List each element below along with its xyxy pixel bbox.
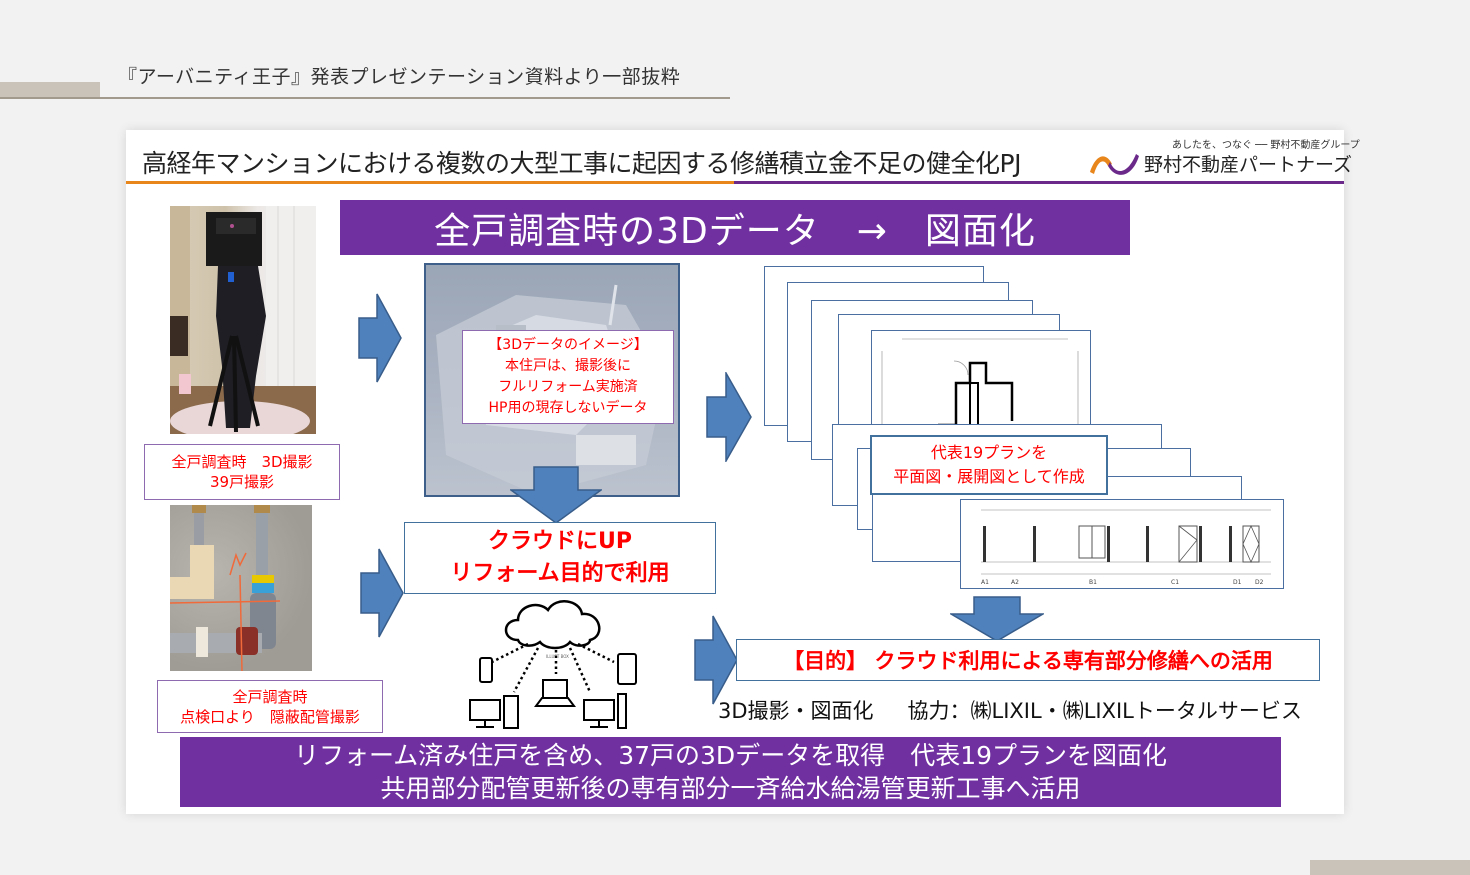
arrow-right-icon: [694, 615, 738, 705]
arrow-down-icon: [510, 466, 602, 524]
elevation-label: B1: [1089, 579, 1097, 586]
summary-banner: リフォーム済み住戸を含め、37戸の3Dデータを取得 代表19プランを図面化 共用…: [180, 737, 1281, 807]
note-line: 本住戸は、撮影後に: [505, 358, 631, 374]
elevation-sheet: A1 A2 B1 C1 D1 D2: [960, 499, 1284, 589]
company-logo-icon: [1090, 154, 1139, 175]
header-accent-tab: [0, 82, 100, 98]
cloud-network-illustration: ILLUST BOX: [469, 600, 637, 729]
plan-creation-note: 代表19プランを 平面図・展開図として作成: [870, 435, 1108, 495]
logo-tagline: あしたを、つなぐ ── 野村不動産グループ: [1172, 140, 1360, 151]
elevation-label: A1: [981, 579, 989, 586]
page-caption: 『アーバニティ王子』発表プレゼンテーション資料より一部抜粋: [118, 66, 681, 88]
summary-line: 共用部分配管更新後の専有部分一斉給水給湯管更新工事へ活用: [380, 774, 1081, 803]
desktop-pc-icon: [469, 695, 519, 729]
photo1-caption-line: 39戸撮影: [209, 473, 275, 491]
credit-partners: 協力：㈱LIXIL・㈱LIXILトータルサービス: [907, 699, 1302, 723]
cloud-icon: [504, 600, 601, 650]
photo-3d-scanning: [170, 206, 316, 434]
desktop-pc-icon: [583, 693, 627, 729]
title-rule-purple: [734, 181, 1344, 184]
cloud-box-line: クラウドにUP: [488, 529, 632, 554]
arrow-down-icon: [950, 596, 1044, 642]
elevation-label: A2: [1011, 579, 1019, 586]
credit-line: 3D撮影・図面化 協力：㈱LIXIL・㈱LIXILトータルサービス: [718, 695, 1302, 725]
plan-note-line: 平面図・展開図として作成: [893, 467, 1085, 486]
laptop-icon: [534, 679, 576, 707]
photo1-caption: 全戸調査時 3D撮影 39戸撮影: [144, 444, 340, 500]
3d-data-note: 【3Dデータのイメージ】 本住戸は、撮影後に フルリフォーム実施済 HP用の現存…: [462, 330, 674, 424]
cloud-label: ILLUST BOX: [546, 654, 569, 659]
cloud-upload-box: クラウドにUP リフォーム目的で利用: [404, 522, 716, 594]
photo1-caption-line: 全戸調査時 3D撮影: [171, 453, 313, 471]
tablet-icon: [617, 653, 637, 685]
summary-line: リフォーム済み住戸を含め、37戸の3Dデータを取得 代表19プランを図面化: [293, 741, 1168, 770]
header-rule: [0, 97, 730, 99]
purpose-box: 【目的】 クラウド利用による専有部分修繕への活用: [736, 639, 1320, 681]
slide-title: 高経年マンションにおける複数の大型工事に起因する修繕積立金不足の健全化PJ: [142, 149, 1021, 178]
note-line: HP用の現存しないデータ: [488, 400, 648, 416]
logo-company-name: 野村不動産パートナーズ: [1144, 154, 1353, 176]
elevation-label: D2: [1255, 579, 1264, 586]
arrow-right-icon: [360, 548, 404, 638]
elevation-label: C1: [1171, 579, 1179, 586]
photo-concealed-piping: [170, 505, 312, 671]
elevation-label: D1: [1233, 579, 1242, 586]
smartphone-icon: [479, 657, 493, 683]
title-rule-orange: [126, 181, 734, 184]
note-line: 【3Dデータのイメージ】: [488, 337, 648, 353]
arrow-right-icon: [358, 293, 402, 383]
section-banner: 全戸調査時の3Dデータ → 図面化: [340, 200, 1130, 255]
footer-accent-tab: [1310, 860, 1470, 875]
cloud-box-line: リフォーム目的で利用: [450, 561, 670, 586]
presentation-slide: 高経年マンションにおける複数の大型工事に起因する修繕積立金不足の健全化PJ あし…: [126, 130, 1360, 814]
photo2-caption-line: 全戸調査時: [232, 687, 308, 706]
plan-note-line: 代表19プランを: [930, 443, 1048, 462]
arrow-right-icon: [706, 372, 752, 462]
credit-label: 3D撮影・図面化: [718, 699, 874, 723]
photo2-caption: 全戸調査時 点検口より 隠蔽配管撮影: [157, 680, 383, 733]
photo2-caption-line: 点検口より 隠蔽配管撮影: [180, 707, 360, 726]
note-line: フルリフォーム実施済: [498, 379, 638, 395]
